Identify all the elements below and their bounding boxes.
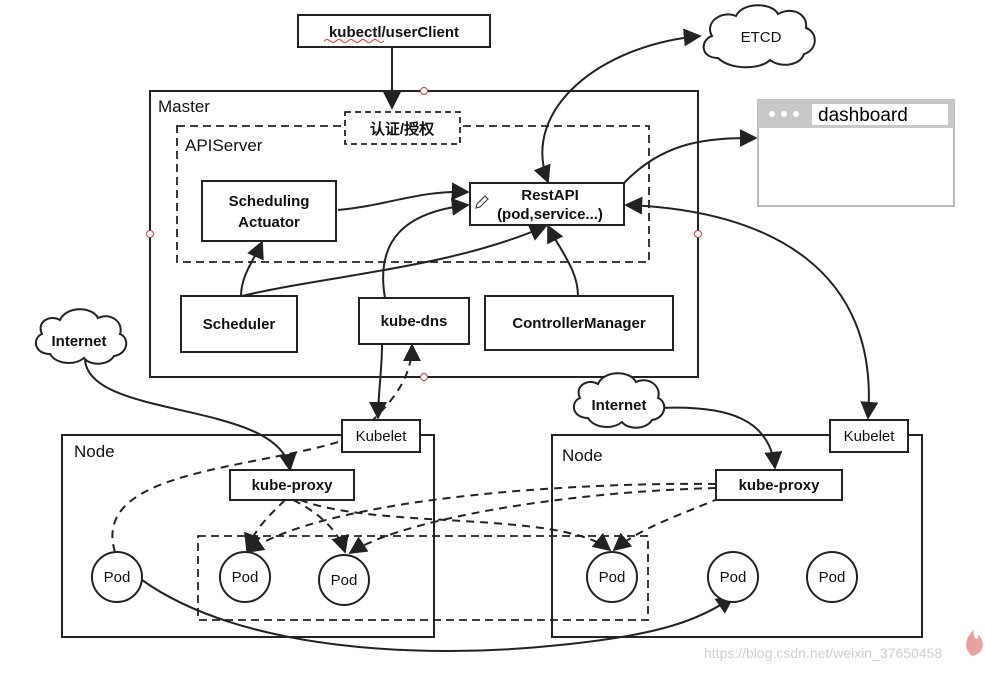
pod-left-standalone	[91, 551, 143, 603]
csdn-flame-icon	[966, 630, 983, 656]
kubelet-to-kubedns-dashed	[359, 343, 421, 433]
kube-proxy-left-label: kube-proxy	[252, 477, 334, 494]
etcd-restapi-arrow	[533, 28, 702, 184]
dashboard-dot-1	[769, 111, 775, 117]
controller-manager-box	[484, 295, 674, 351]
pod-right-2	[806, 551, 858, 603]
etcd-label: ETCD	[741, 29, 782, 46]
kubelet-left-label: Kubelet	[356, 428, 408, 445]
watermark: https://blog.csdn.net/weixin_37650458	[704, 645, 942, 661]
actuator-to-restapi-arrow	[337, 182, 470, 211]
dashboard-dot-2	[781, 111, 787, 117]
kubelet-left-box	[341, 419, 421, 453]
internet-right-to-kubeproxy-arrow	[659, 406, 783, 470]
master-label: Master	[158, 97, 210, 116]
scheduler-box	[180, 295, 298, 353]
restapi-label-2: (pod,service...)	[497, 206, 603, 223]
pod-service-1	[219, 551, 271, 603]
client-spellcheck-underline	[323, 39, 385, 43]
node-left-box	[61, 434, 435, 638]
internet-left-cloud-icon	[34, 308, 128, 365]
pod-label-3: Pod	[331, 572, 358, 589]
scheduling-actuator-box	[201, 180, 337, 242]
master-handle-top	[420, 87, 428, 95]
kubeproxy-right-to-pod3	[612, 497, 721, 552]
pod-label-6: Pod	[819, 569, 846, 586]
kubelet-right-box	[829, 419, 909, 453]
kubeproxy-left-to-pod2	[292, 499, 349, 554]
node-left-label: Node	[74, 442, 115, 461]
dashboard-label: dashboard	[818, 105, 908, 126]
kubedns-to-restapi-arrow	[382, 197, 470, 299]
pod-to-kubelet-dashed	[111, 439, 346, 553]
node-right-label: Node	[562, 446, 603, 465]
restapi-box	[469, 182, 625, 226]
pod-service-2	[318, 554, 370, 606]
internet-right-cloud-icon	[572, 372, 666, 429]
internet-left-label: Internet	[51, 333, 106, 350]
pod-right-1	[707, 551, 759, 603]
restapi-kubelet-right-arrow	[624, 196, 879, 420]
kube-dns-label: kube-dns	[381, 313, 448, 330]
restapi-label-1: RestAPI	[521, 187, 579, 204]
pod-service-3	[586, 551, 638, 603]
etcd-cloud-icon	[702, 4, 816, 69]
pod-label-1: Pod	[104, 569, 131, 586]
internet-left-to-kubeproxy-arrow	[84, 359, 297, 472]
service-pod-group	[197, 535, 649, 621]
master-handle-left	[146, 230, 154, 238]
auth-box	[344, 111, 461, 145]
scheduler-label: Scheduler	[203, 316, 276, 333]
kubeproxy-left-to-pod1	[244, 499, 286, 552]
master-handle-right	[694, 230, 702, 238]
kube-dns-box	[358, 297, 470, 345]
kube-proxy-right-box	[715, 469, 843, 501]
kubeproxy-left-to-pod3	[299, 499, 612, 552]
controllermanager-to-restapi-arrow	[547, 224, 579, 297]
kubelet-right-label: Kubelet	[844, 428, 896, 445]
pod-label-4: Pod	[599, 569, 626, 586]
dashboard-window: dashboard	[757, 99, 955, 207]
kube-proxy-right-label: kube-proxy	[739, 477, 821, 494]
controller-manager-label: ControllerManager	[512, 315, 646, 332]
pod-label-5: Pod	[720, 569, 747, 586]
dashboard-address-bar	[812, 104, 948, 125]
pod-label-2: Pod	[232, 569, 259, 586]
connectors	[84, 28, 879, 652]
auth-label: 认证/授权	[370, 120, 435, 138]
kube-proxy-left-box	[229, 469, 355, 501]
scheduling-actuator-label-1: Scheduling	[229, 193, 310, 210]
pod-to-remote-pod-arrow	[141, 579, 735, 652]
apiserver-label: APIServer	[185, 136, 263, 155]
scheduling-actuator-label-2: Actuator	[238, 214, 300, 231]
master-handle-bottom	[420, 373, 428, 381]
dashed-connectors	[111, 343, 721, 554]
scheduler-to-actuator-arrow	[240, 240, 264, 297]
kubeproxy-right-to-pod2	[348, 487, 717, 554]
kubeproxy-right-to-pod1	[245, 482, 717, 554]
kubedns-to-kubelet-arrow	[369, 344, 388, 420]
restapi-to-dashboard-arrow	[623, 129, 758, 184]
dashboard-dot-3	[793, 111, 799, 117]
internet-right-label: Internet	[591, 397, 646, 414]
scheduler-to-restapi-arrow	[241, 224, 548, 297]
pencil-icon	[475, 195, 489, 209]
client-label: kubectl/userClient	[329, 24, 459, 41]
